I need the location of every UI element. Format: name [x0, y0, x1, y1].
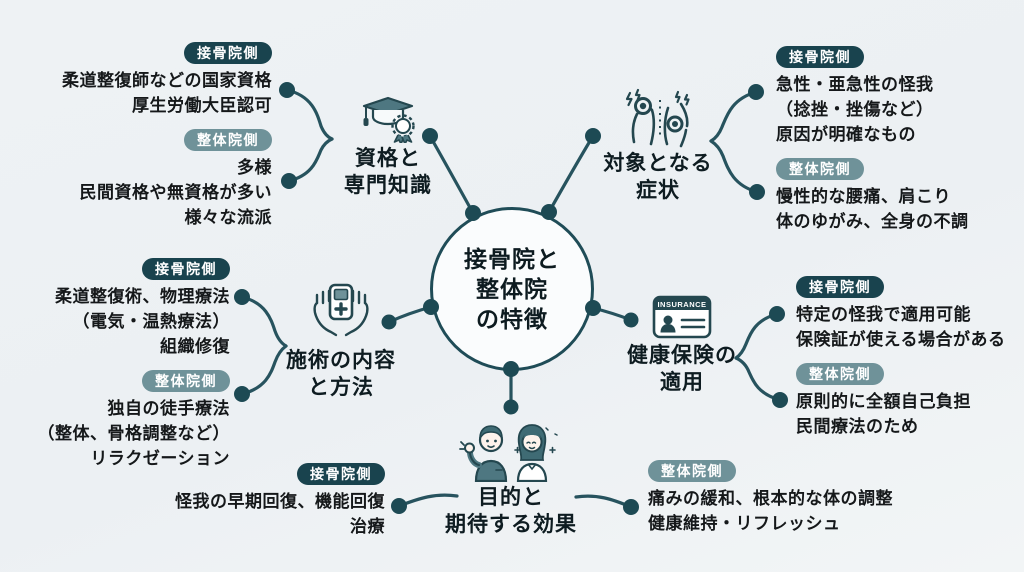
- insurance-card-label: INSURANCE: [657, 300, 706, 309]
- badge-sekkotsu: 接骨院側: [297, 463, 385, 485]
- bullet-dot-insurance-sekkotsu: [769, 306, 785, 322]
- circle-dot-topleft: [465, 205, 481, 221]
- badge-sekkotsu: 接骨院側: [184, 42, 272, 64]
- center-title-line1: 接骨院と: [464, 246, 560, 272]
- node-title-symptoms-line1: 対象となる: [603, 152, 713, 175]
- node-title-symptoms-line2: 症状: [636, 179, 680, 202]
- textblock-symptoms: 接骨院側 急性・亜急性の怪我 （捻挫・挫傷など） 原因が明確なもの 整体院側 慢…: [776, 44, 969, 234]
- bullet-dot-symptoms-sekkotsu: [748, 84, 764, 100]
- symptoms-seitai-line: 慢性的な腰痛、肩こり: [776, 187, 951, 206]
- treatment-sekkotsu-line: （電気・温熱療法）: [72, 312, 230, 331]
- textblock-treatment: 接骨院側 柔道整復術、物理療法 （電気・温熱療法） 組織修復 整体院側 独自の徒…: [37, 256, 230, 471]
- insurance-seitai-line: 民間療法のため: [796, 417, 919, 436]
- node-dot-treatment: [381, 314, 397, 330]
- brace-qualifications-bottom: [287, 137, 334, 183]
- treatment-seitai-line: リラクゼーション: [90, 449, 230, 468]
- graduation-cap-icon: [362, 96, 415, 143]
- symptoms-sekkotsu-line: 原因が明確なもの: [776, 125, 916, 144]
- circle-dot-topright: [541, 204, 557, 220]
- textblock-insurance: 接骨院側 特定の怪我で適用可能 保険証が使える場合がある 整体院側 原則的に全額…: [796, 274, 1006, 439]
- badge-seitai: 整体院側: [184, 129, 272, 151]
- treatment-seitai-line: 独自の徒手療法: [107, 399, 230, 418]
- brace-insurance-bottom: [734, 356, 782, 402]
- treatment-seitai-line: （整体、骨格調整など）: [37, 424, 230, 443]
- node-treatment: 施術の内容 と方法: [277, 281, 405, 401]
- node-title-purpose-line2: 期待する効果: [445, 513, 577, 536]
- brace-qualifications-top: [285, 88, 334, 141]
- bullet-dot-purpose-seitai: [623, 499, 639, 515]
- brace-treatment-top: [240, 295, 288, 348]
- node-dot-purpose: [503, 399, 519, 415]
- treatment-sekkotsu-line: 柔道整復術、物理療法: [55, 287, 230, 306]
- circle-dot-right: [585, 300, 601, 316]
- treatment-sekkotsu-line: 組織修復: [160, 337, 230, 356]
- insurance-sekkotsu-line: 保険証が使える場合がある: [796, 330, 1006, 349]
- brace-treatment-bottom: [240, 344, 288, 396]
- happy-people-icon: [459, 424, 558, 482]
- node-title-purpose-line1: 目的と: [478, 486, 544, 509]
- insurance-sekkotsu-line: 特定の怪我で適用可能: [796, 305, 971, 324]
- brace-insurance-top: [734, 312, 779, 360]
- badge-seitai: 整体院側: [142, 370, 230, 392]
- node-dot-symptoms: [585, 128, 601, 144]
- node-dot-insurance: [623, 312, 639, 328]
- brace-symptoms-bottom: [709, 139, 759, 194]
- symptoms-seitai-line: 体のゆがみ、全身の不調: [776, 212, 969, 231]
- badge-seitai: 整体院側: [776, 158, 864, 180]
- node-title-treatment-line2: と方法: [308, 376, 374, 399]
- center-node: 接骨院と 整体院 の特徴: [430, 207, 594, 371]
- qualifications-seitai-line: 様々な流派: [184, 208, 272, 227]
- purpose-sekkotsu-line: 怪我の早期回復、機能回復: [175, 492, 385, 511]
- insurance-card-icon: INSURANCE: [652, 295, 712, 339]
- bullet-dot-qualifications-seitai: [281, 173, 297, 189]
- circle-dot-left: [423, 299, 439, 315]
- body-pain-icon: [625, 88, 690, 148]
- textblock-purpose-sekkotsu: 接骨院側 怪我の早期回復、機能回復 治療: [175, 461, 385, 539]
- node-symptoms: 対象となる 症状: [592, 88, 724, 204]
- badge-seitai: 整体院側: [796, 363, 884, 385]
- purpose-seitai-line: 痛みの緩和、根本的な体の調整: [648, 489, 893, 508]
- symptoms-sekkotsu-line: （捻挫・挫傷など）: [776, 100, 934, 119]
- qualifications-sekkotsu-line: 厚生労働大臣認可: [132, 96, 272, 115]
- badge-seitai: 整体院側: [648, 460, 736, 482]
- bullet-dot-insurance-seitai: [772, 392, 788, 408]
- bullet-dot-treatment-seitai: [234, 386, 250, 402]
- symptoms-sekkotsu-line: 急性・亜急性の怪我: [776, 75, 934, 94]
- textblock-purpose-seitai: 整体院側 痛みの緩和、根本的な体の調整 健康維持・リフレッシュ: [648, 458, 893, 536]
- center-title-line2: 整体院: [476, 276, 548, 302]
- qualifications-seitai-line: 多様: [237, 158, 272, 177]
- center-title-line3: の特徴: [476, 306, 548, 332]
- badge-sekkotsu: 接骨院側: [142, 258, 230, 280]
- node-title-qualifications-line1: 資格と: [355, 147, 421, 170]
- stem-symptoms: [547, 134, 595, 214]
- purpose-sekkotsu-line: 治療: [350, 517, 385, 536]
- node-title-treatment-line1: 施術の内容: [286, 349, 396, 372]
- bullet-dot-symptoms-seitai: [749, 184, 765, 200]
- node-title-qualifications-line2: 専門知識: [344, 174, 432, 197]
- hands-care-device-icon: [313, 283, 369, 337]
- node-qualifications: 資格と 専門知識: [327, 91, 449, 199]
- node-title-insurance-line2: 適用: [660, 371, 704, 394]
- qualifications-seitai-line: 民間資格や無資格が多い: [79, 183, 272, 202]
- insurance-seitai-line: 原則的に全額自己負担: [796, 392, 971, 411]
- badge-sekkotsu: 接骨院側: [776, 46, 864, 68]
- textblock-qualifications: 接骨院側 柔道整復師などの国家資格 厚生労働大臣認可 整体院側 多様 民間資格や…: [62, 40, 272, 230]
- bullet-dot-treatment-sekkotsu: [234, 289, 250, 305]
- node-insurance: INSURANCE 健康保険の 適用: [622, 294, 742, 396]
- node-purpose: 目的と 期待する効果: [441, 420, 581, 538]
- purpose-seitai-line: 健康維持・リフレッシュ: [648, 514, 841, 533]
- qualifications-sekkotsu-line: 柔道整復師などの国家資格: [62, 71, 272, 90]
- node-title-insurance-line1: 健康保険の: [627, 344, 737, 367]
- link-purpose-right: [574, 494, 633, 509]
- bullet-dot-purpose-sekkotsu: [391, 498, 407, 514]
- bullet-dot-qualifications-sekkotsu: [279, 82, 295, 98]
- node-dot-qualifications: [422, 128, 438, 144]
- badge-sekkotsu: 接骨院側: [796, 276, 884, 298]
- circle-dot-bottom: [503, 361, 519, 377]
- brace-symptoms-top: [709, 90, 758, 143]
